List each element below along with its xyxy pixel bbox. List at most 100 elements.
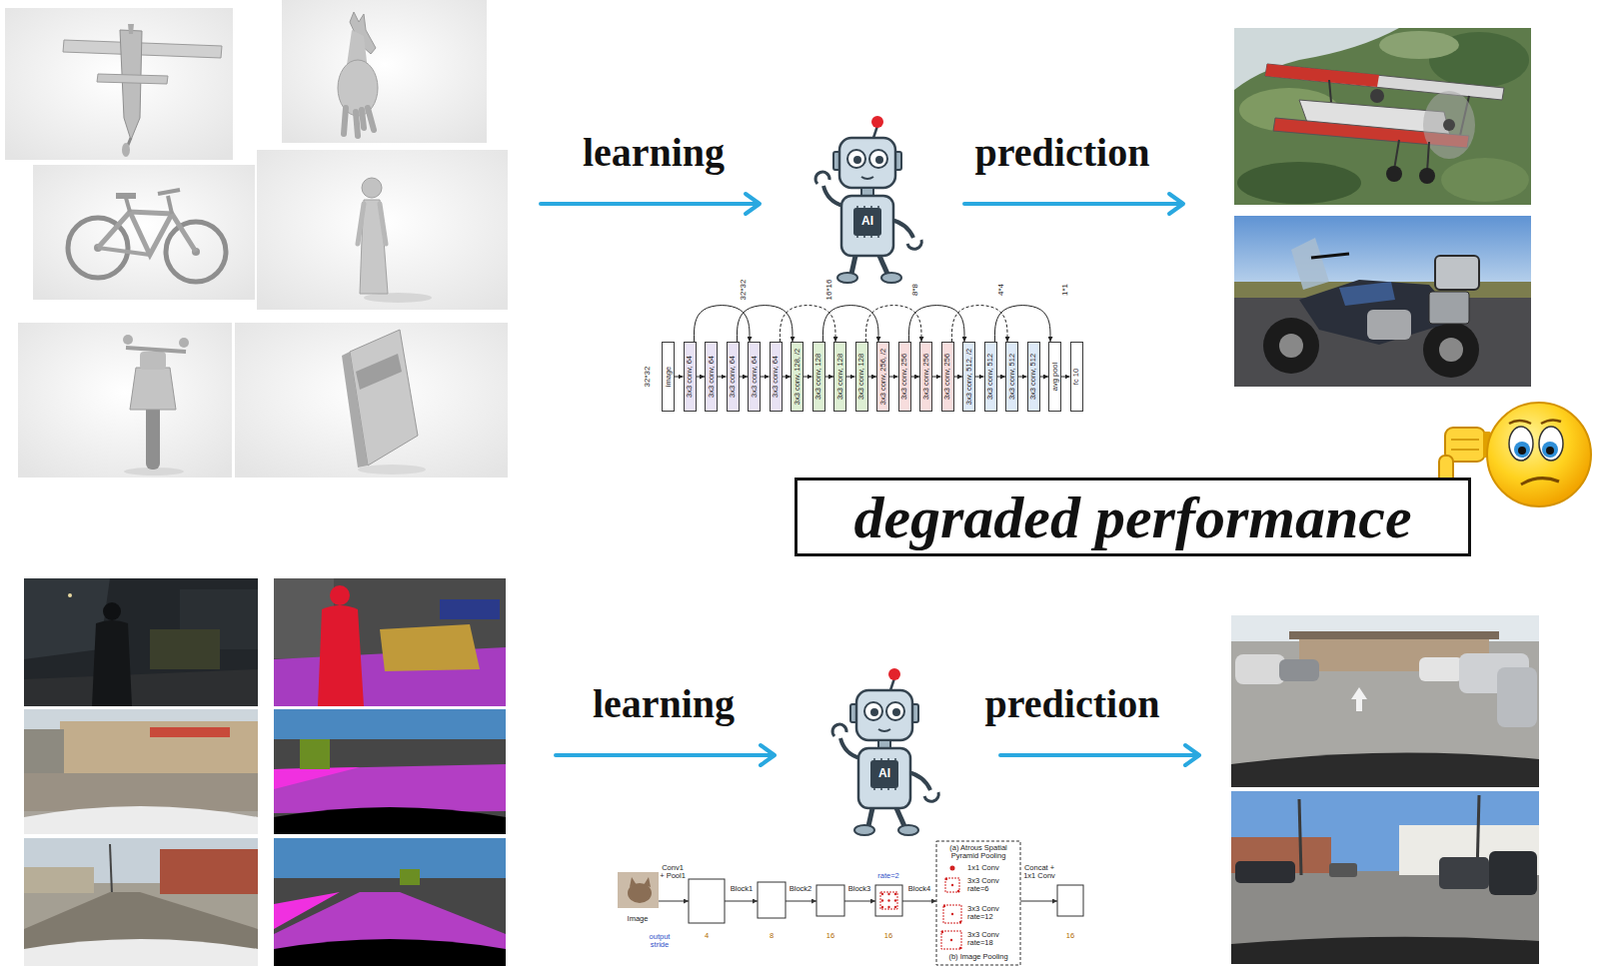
deeplab-architecture (957, 890, 960, 893)
segmentation-maps (273, 807, 506, 835)
real-photo-street (1439, 857, 1490, 890)
network-label: Conv1 + Pool1 (659, 864, 686, 882)
real-photo-street (1231, 615, 1540, 965)
real-photo-street (1329, 863, 1358, 878)
layer-box: fc 10 (1070, 341, 1084, 412)
real-photo-motorcycle (1311, 253, 1350, 258)
flow-connector (911, 376, 921, 378)
layer-box: 3x3 conv, 64 (704, 341, 718, 412)
deeplab-architecture (950, 939, 953, 942)
segmentation-maps (399, 869, 420, 886)
network-label: output stride (642, 933, 677, 951)
layer-name: 3x3 conv, 512 (1029, 353, 1038, 400)
skip-connection (909, 305, 966, 342)
real-photo-biplane (1441, 157, 1530, 202)
game-frames (91, 620, 132, 707)
layer-box: avg pool (1048, 341, 1062, 412)
sad-emoji (1541, 419, 1562, 424)
segmentation-maps (273, 578, 506, 967)
game-frames (102, 602, 121, 621)
layer-box: 3x3 conv, 64 (769, 341, 783, 412)
layer-name: 3x3 conv, 256 (943, 353, 952, 400)
game-frames (23, 867, 94, 894)
deeplab-architecture (941, 931, 944, 934)
real-photo-biplane (1419, 167, 1436, 184)
deeplab-architecture (945, 878, 948, 881)
network-label: rate=2 (877, 872, 899, 881)
deeplab-architecture (943, 905, 962, 924)
synthetic-renders (97, 247, 150, 255)
deeplab-architecture (881, 893, 897, 909)
synthetic-renders (361, 177, 382, 198)
real-photo-street (1351, 687, 1368, 712)
stage-label: prediction (985, 682, 1161, 727)
feature-size: 1*1 (1061, 283, 1071, 296)
game-frames (23, 838, 258, 967)
synthetic-renders (96, 73, 168, 84)
real-photo-motorcycle (1263, 317, 1320, 374)
feature-size: 8*8 (910, 283, 920, 296)
stride-number: 16 (826, 932, 835, 941)
real-photo-biplane (1237, 161, 1362, 204)
deeplab-architecture (894, 899, 897, 902)
deeplab-architecture (936, 841, 1021, 966)
segmentation-maps (299, 739, 330, 770)
layer-name: 3x3 conv, 64 (728, 355, 737, 398)
layer-box: 3x3 conv, 256 (898, 341, 912, 412)
real-photo-motorcycle (1291, 237, 1330, 290)
real-photo-biplane (1443, 118, 1456, 131)
feature-size: 32*32 (738, 279, 748, 301)
flow-connector (868, 376, 878, 378)
real-photo-motorcycle (1439, 337, 1464, 362)
game-frames (23, 773, 258, 812)
layer-name: 3x3 conv, 256 (922, 353, 931, 400)
synthetic-renders (129, 367, 176, 410)
flow-arrow (1169, 193, 1184, 214)
layer-name: 3x3 conv, 64 (750, 355, 759, 398)
network-label: 3x3 Conv rate=6 (967, 877, 1018, 895)
deeplab-architecture (950, 866, 956, 872)
deeplab-architecture (887, 906, 890, 909)
real-photo-biplane (1379, 30, 1460, 59)
game-frames (23, 578, 258, 707)
layer-box: 3x3 conv, 256, /2 (876, 341, 890, 412)
real-photo-street (1231, 791, 1540, 965)
deeplab-architecture (943, 905, 946, 908)
real-photo-biplane (1234, 27, 1532, 205)
synthetic-renders (357, 464, 426, 475)
segmentation-maps (317, 605, 364, 707)
real-photo-biplane (1265, 63, 1505, 100)
flow-arrow (555, 753, 773, 758)
layer-box: 3x3 conv, 512, /2 (962, 341, 976, 412)
layer-box: 3x3 conv, 256 (919, 341, 933, 412)
game-frames (159, 849, 258, 895)
real-photo-motorcycle (1279, 333, 1304, 358)
synthetic-renders (129, 211, 172, 255)
real-photo-biplane (1265, 63, 1380, 87)
flow-connector (1061, 376, 1071, 378)
flow-arrow (964, 201, 1182, 206)
real-photo-biplane (1234, 27, 1400, 90)
sad-emoji (1509, 420, 1532, 424)
stage-label: learning (592, 682, 735, 727)
segmentation-maps (273, 578, 506, 707)
segmentation-maps (329, 585, 350, 606)
layer-name: 3x3 conv, 256, /2 (879, 348, 888, 406)
flow-connector (825, 376, 835, 378)
thumbs-down-hand (1451, 439, 1480, 450)
segmentation-maps (273, 838, 506, 967)
deeplab-architecture (816, 885, 845, 917)
real-photo-street (1235, 861, 1296, 884)
synthetic-renders (167, 195, 172, 214)
deeplab-architecture (894, 893, 897, 896)
flow-connector (739, 376, 749, 378)
network-label: (b) Image Pooling (948, 953, 1008, 962)
layer-box: 3x3 conv, 512 (1027, 341, 1041, 412)
stride-number: 4 (704, 932, 709, 941)
sad-emoji (1487, 402, 1592, 507)
segmentation-maps (379, 624, 480, 672)
segmentation-maps (439, 599, 500, 620)
layer-name: 3x3 conv, 128, /2 (793, 348, 802, 406)
network-label: Block3 (848, 885, 872, 894)
deeplab-architecture (785, 901, 817, 903)
